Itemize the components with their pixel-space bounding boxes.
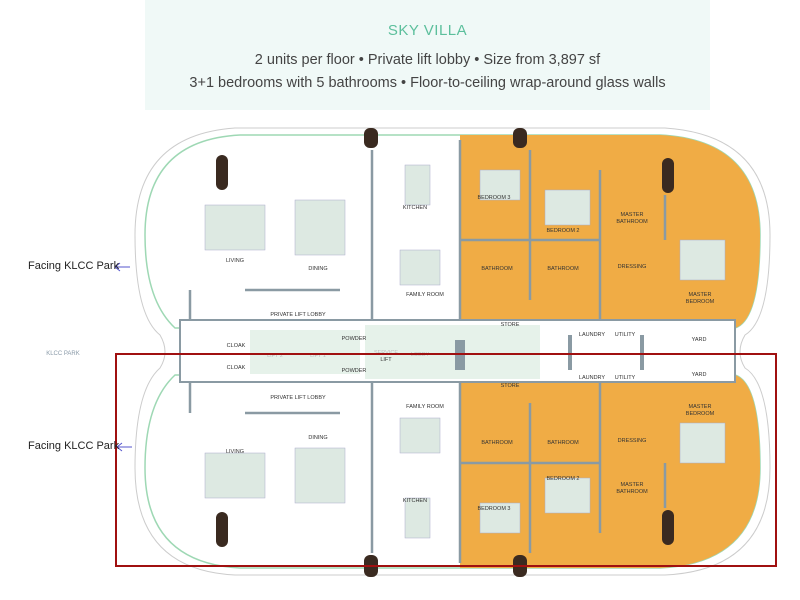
room-utility: UTILITY: [615, 332, 636, 338]
room-lift-lobby: PRIVATE LIFT LOBBY: [270, 312, 326, 318]
room-master-bathroom: BATHROOM: [616, 489, 648, 495]
room-powder: POWDER: [342, 368, 367, 374]
facing-park-label-top: Facing KLCC Park: [28, 260, 120, 272]
room-bedroom-2: BEDROOM 2: [546, 228, 579, 234]
room-living: LIVING: [226, 258, 244, 264]
arrow-left-icon: [116, 442, 132, 452]
room-laundry: LAUNDRY: [579, 332, 606, 338]
upper-unit: [144, 134, 761, 340]
arrow-left-icon: [114, 262, 130, 272]
room-dining: DINING: [308, 435, 327, 441]
core: [179, 319, 736, 383]
room-cloak: CLOAK: [227, 343, 246, 349]
room-living: LIVING: [226, 449, 244, 455]
park-label: KLCC PARK: [46, 351, 80, 357]
room-cloak: CLOAK: [227, 365, 246, 371]
room-bedroom-3: BEDROOM 3: [477, 195, 510, 201]
room-bathroom: BATHROOM: [481, 266, 513, 272]
room-laundry: LAUNDRY: [579, 375, 606, 381]
room-master-bedroom: BEDROOM: [686, 411, 715, 417]
room-master-bedroom: MASTER: [689, 292, 712, 298]
room-family: FAMILY ROOM: [406, 404, 444, 410]
room-kitchen: KITCHEN: [403, 498, 427, 504]
room-dining: DINING: [308, 266, 327, 272]
room-bedroom-3: BEDROOM 3: [477, 506, 510, 512]
room-family: FAMILY ROOM: [406, 292, 444, 298]
bedroom-wing-upper: [460, 135, 760, 328]
bedroom-wing-lower: [460, 375, 760, 568]
service-lift: LIFT: [380, 357, 392, 363]
building-outline: [134, 127, 771, 576]
room-dressing: DRESSING: [618, 264, 647, 270]
room-lift-lobby: PRIVATE LIFT LOBBY: [270, 395, 326, 401]
room-store: STORE: [501, 322, 520, 328]
lower-unit: [144, 363, 761, 569]
page-title: SKY VILLA: [387, 22, 468, 39]
room-master-bathroom: BATHROOM: [616, 219, 648, 225]
lift-2: LIFT 2: [267, 353, 283, 359]
room-bathroom: BATHROOM: [547, 266, 579, 272]
structural-columns: [216, 128, 674, 577]
room-dressing: DRESSING: [618, 438, 647, 444]
room-master-bathroom: MASTER: [621, 212, 644, 218]
room-master-bathroom: MASTER: [621, 482, 644, 488]
highlight-unit-box: [115, 353, 777, 567]
room-kitchen: KITCHEN: [403, 205, 427, 211]
facing-park-label-bottom: Facing KLCC Park: [28, 440, 120, 452]
lift-1: LIFT 1: [310, 353, 326, 359]
room-bathroom: BATHROOM: [547, 440, 579, 446]
room-master-bedroom: MASTER: [689, 404, 712, 410]
header-banner: SKY VILLA 2 units per floor • Private li…: [145, 0, 710, 110]
room-utility: UTILITY: [615, 375, 636, 381]
room-store: STORE: [501, 383, 520, 389]
feature-line-2: 3+1 bedrooms with 5 bathrooms • Floor-to…: [189, 75, 666, 91]
room-bathroom: BATHROOM: [481, 440, 513, 446]
feature-line-1: 2 units per floor • Private lift lobby •…: [254, 52, 601, 68]
room-master-bedroom: BEDROOM: [686, 299, 715, 305]
room-yard: YARD: [692, 372, 707, 378]
room-bedroom-2: BEDROOM 2: [546, 476, 579, 482]
room-yard: YARD: [692, 337, 707, 343]
room-powder: POWDER: [342, 336, 367, 342]
